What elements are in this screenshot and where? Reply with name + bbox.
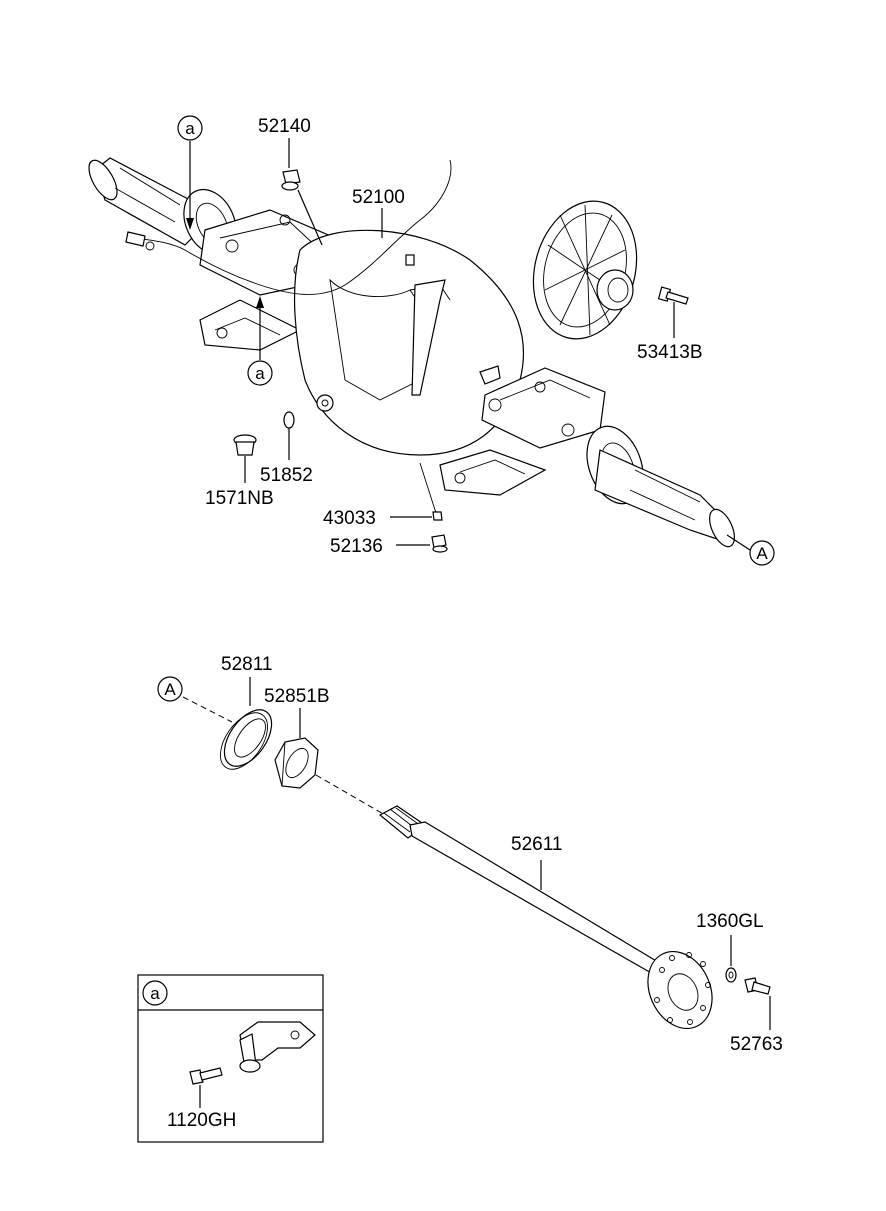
label-52140: 52140 [258, 116, 311, 137]
breather-hose [134, 159, 452, 295]
bolt-53413B [657, 286, 689, 305]
washer-1360GL [725, 967, 737, 983]
label-1120GH: 1120GH [167, 1110, 236, 1131]
label-43033: 43033 [323, 508, 376, 529]
clip-43033 [419, 462, 441, 519]
nut-52851B [274, 737, 319, 789]
plug-1571NB [233, 434, 257, 456]
callout-a-top: a [185, 119, 195, 138]
oil-seal-52811 [220, 709, 273, 770]
label-1360GL: 1360GL [696, 911, 764, 932]
label-51852: 51852 [260, 465, 313, 486]
axle-shaft-52611 [378, 805, 713, 1030]
callout-A-left: A [164, 680, 176, 699]
detail-box-a [137, 974, 324, 1143]
label-52136: 52136 [330, 536, 383, 557]
gasket-51852 [283, 411, 295, 429]
label-1571NB: 1571NB [205, 488, 274, 509]
bolt-52763 [744, 977, 771, 995]
callout-A-right: A [756, 544, 768, 563]
axle-housing [88, 157, 735, 548]
plug-52140 [281, 169, 301, 191]
label-53413B: 53413B [637, 342, 703, 363]
callout-a-box: a [150, 984, 160, 1003]
callout-a-bottom: a [255, 364, 265, 383]
label-52811: 52811 [221, 654, 272, 675]
label-52611: 52611 [511, 834, 562, 855]
label-52100: 52100 [352, 187, 405, 208]
label-52851B: 52851B [264, 686, 330, 707]
vent-52136 [431, 534, 448, 553]
differential-carrier [532, 200, 638, 340]
label-52763: 52763 [730, 1034, 783, 1055]
